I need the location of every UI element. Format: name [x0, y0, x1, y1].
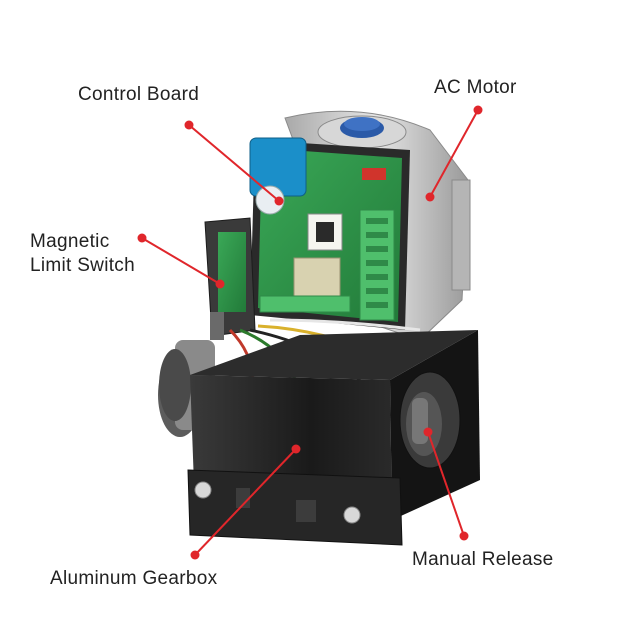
- leader-gearbox: [194, 448, 297, 556]
- label-magnetic-line2: Limit Switch: [30, 255, 135, 276]
- label-control-board: Control Board: [78, 84, 200, 105]
- leader-control-board: [188, 124, 280, 202]
- leader-manual-release: [427, 431, 465, 537]
- leader-limit-switch: [141, 237, 221, 285]
- label-ac-motor: AC Motor: [434, 77, 517, 98]
- label-manual-release: Manual Release: [412, 549, 554, 570]
- leader-ac-motor: [429, 109, 479, 198]
- leader-lines: [137, 105, 483, 560]
- label-magnetic-line1: Magnetic: [30, 231, 110, 252]
- label-magnetic-limit-switch: Magnetic Limit Switch: [30, 230, 135, 278]
- label-aluminum-gearbox: Aluminum Gearbox: [50, 568, 218, 589]
- control-board: [249, 137, 410, 330]
- manual-release: [399, 371, 461, 469]
